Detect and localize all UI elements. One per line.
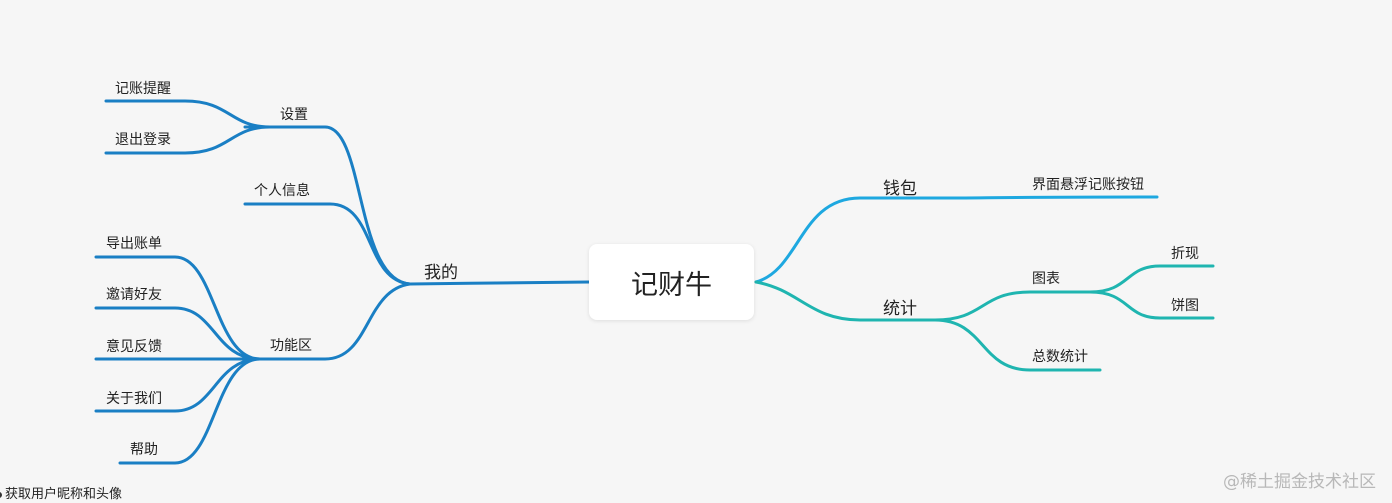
connector-wallet-float [933, 195, 1159, 200]
connector-settings-reminder [104, 99, 272, 129]
node-wode[interactable]: 我的 [424, 263, 458, 283]
root-label: 记财牛 [631, 269, 712, 301]
footer-node[interactable]: 获取用户昵称和头像 [0, 483, 122, 502]
connector-root-wode [408, 280, 591, 286]
root-node[interactable]: 记财牛 [589, 244, 754, 320]
connector-features-help [118, 357, 262, 465]
node-invite-friends[interactable]: 邀请好友 [106, 287, 162, 303]
node-export-bill[interactable]: 导出账单 [106, 236, 162, 252]
node-features[interactable]: 功能区 [270, 338, 312, 354]
connector-wode-personal [243, 202, 412, 286]
connector-root-wallet [754, 196, 937, 284]
node-total-stats[interactable]: 总数统计 [1032, 349, 1088, 365]
node-settings[interactable]: 设置 [280, 107, 308, 123]
connector-chart-pie [1088, 290, 1215, 320]
connector-wode-features [243, 282, 412, 361]
connector-stats-total [933, 318, 1102, 372]
bullet-icon [0, 491, 2, 498]
node-floating-button[interactable]: 界面悬浮记账按钮 [1032, 177, 1144, 193]
connector-settings-logout [104, 125, 272, 155]
node-feedback[interactable]: 意见反馈 [106, 339, 162, 355]
node-chart[interactable]: 图表 [1032, 271, 1060, 287]
node-pie-chart[interactable]: 饼图 [1171, 298, 1199, 314]
node-line-chart[interactable]: 折现 [1171, 246, 1199, 262]
connector-root-stats [754, 280, 937, 322]
node-personal-info[interactable]: 个人信息 [254, 183, 310, 199]
connector-stats-chart [933, 290, 1092, 322]
node-wallet[interactable]: 钱包 [883, 179, 917, 199]
node-about-us[interactable]: 关于我们 [106, 391, 162, 407]
node-logout[interactable]: 退出登录 [115, 132, 171, 148]
node-stats[interactable]: 统计 [883, 299, 917, 319]
node-reminder[interactable]: 记账提醒 [115, 81, 171, 97]
footer-node-label: 获取用户昵称和头像 [5, 487, 123, 502]
node-help[interactable]: 帮助 [130, 442, 158, 458]
watermark: @稀土掘金技术社区 [1223, 472, 1376, 492]
connector-features-export [94, 255, 262, 361]
connector-features-invite [94, 306, 262, 361]
connector-chart-line [1088, 264, 1215, 294]
connector-features-about [94, 357, 262, 413]
